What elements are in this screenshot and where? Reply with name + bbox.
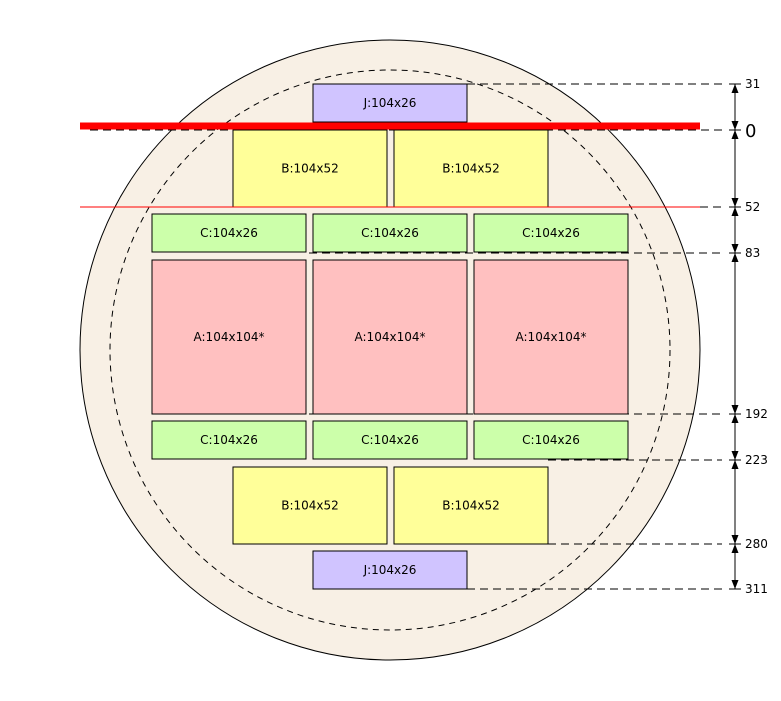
arrow-up-icon (731, 207, 739, 216)
dimension-label-83: 83 (745, 246, 760, 260)
die-rect (312, 550, 468, 590)
die-c[interactable]: C:104x26 (473, 213, 629, 253)
die-b[interactable]: B:104x52 (232, 129, 388, 208)
die-label: A:104x104* (355, 330, 426, 344)
die-rect (151, 213, 307, 253)
die-c[interactable]: C:104x26 (312, 420, 468, 460)
arrow-down-icon (731, 198, 739, 207)
dimension-label-280: 280 (745, 537, 768, 551)
die-a[interactable]: A:104x104* (151, 259, 307, 415)
arrow-up-icon (731, 544, 739, 553)
die-b[interactable]: B:104x52 (393, 466, 549, 545)
die-a[interactable]: A:104x104* (312, 259, 468, 415)
die-rect (312, 420, 468, 460)
dimension-label-192: 192 (745, 407, 768, 421)
die-label: C:104x26 (200, 433, 258, 447)
die-label: B:104x52 (442, 162, 500, 176)
cut-lines (80, 122, 700, 208)
die-rect (473, 420, 629, 460)
usable-area-boundary (109, 69, 671, 631)
die-j[interactable]: J:104x26 (312, 550, 468, 590)
die-label: J:104x26 (363, 96, 417, 110)
die-rect (312, 259, 468, 415)
die-label: C:104x26 (522, 433, 580, 447)
die-label: B:104x52 (442, 499, 500, 513)
die-rect (393, 129, 549, 208)
arrow-down-icon (731, 580, 739, 589)
arrow-down-icon (731, 405, 739, 414)
dimension-labels: 31 0 52 83 192 223 280 311 (745, 77, 768, 596)
dimension-axis (729, 83, 741, 590)
arrow-up-icon (731, 130, 739, 139)
dimension-label-223: 223 (745, 453, 768, 467)
die-rect (393, 466, 549, 545)
dimension-label-311: 311 (745, 582, 768, 596)
dimension-label-52: 52 (745, 200, 760, 214)
die-label: A:104x104* (516, 330, 587, 344)
arrow-up-icon (731, 84, 739, 93)
die-a[interactable]: A:104x104* (473, 259, 629, 415)
die-b[interactable]: B:104x52 (232, 466, 388, 545)
die-c[interactable]: C:104x26 (312, 213, 468, 253)
die-label: C:104x26 (361, 433, 419, 447)
dimension-label-0: 0 (745, 121, 756, 142)
die-j[interactable]: J:104x26 (312, 83, 468, 123)
arrow-down-icon (731, 451, 739, 460)
die-label: C:104x26 (522, 226, 580, 240)
arrow-up-icon (731, 253, 739, 262)
die-b[interactable]: B:104x52 (393, 129, 549, 208)
die-label: C:104x26 (200, 226, 258, 240)
die-rect (151, 259, 307, 415)
die-c[interactable]: C:104x26 (151, 213, 307, 253)
arrow-up-icon (731, 414, 739, 423)
die-c[interactable]: C:104x26 (473, 420, 629, 460)
arrow-down-icon (731, 244, 739, 253)
die-c[interactable]: C:104x26 (151, 420, 307, 460)
die-rect (473, 213, 629, 253)
die-rect (473, 259, 629, 415)
die-label: J:104x26 (363, 563, 417, 577)
arrow-up-icon (731, 460, 739, 469)
die-rect (312, 83, 468, 123)
die-label: B:104x52 (281, 162, 339, 176)
die-label: A:104x104* (194, 330, 265, 344)
die-rect (312, 213, 468, 253)
dimension-label-31: 31 (745, 77, 760, 91)
dimension-leader-lines (90, 83, 722, 590)
die-rect (151, 420, 307, 460)
arrow-down-icon (731, 121, 739, 130)
die-label: C:104x26 (361, 226, 419, 240)
arrow-down-icon (731, 535, 739, 544)
die-rect (232, 466, 388, 545)
die-label: B:104x52 (281, 499, 339, 513)
